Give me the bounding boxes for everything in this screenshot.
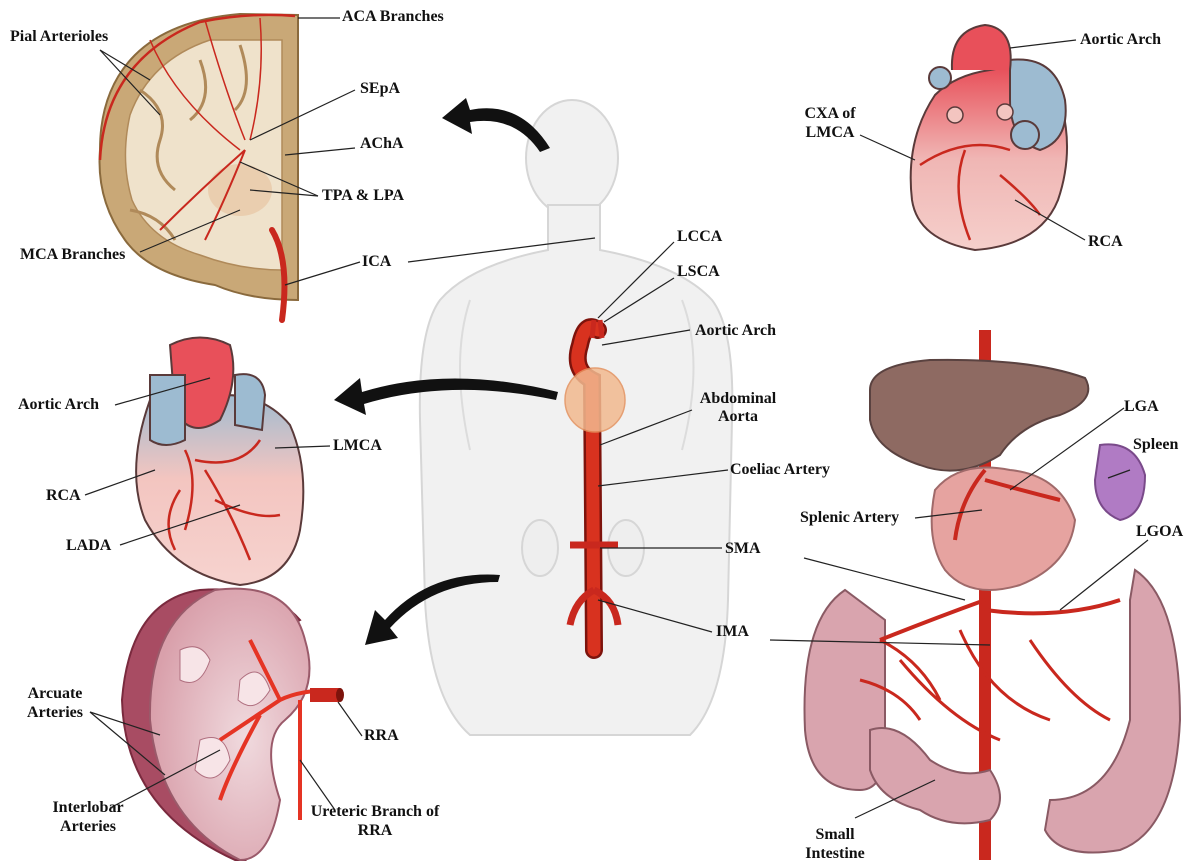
label-lada: LADA [66,537,111,555]
label-tpa-lpa: TPA & LPA [322,187,404,205]
label-rca-top: RCA [1088,233,1123,251]
label-aortic-arch-left: Aortic Arch [18,396,99,414]
label-small-intestine-2: Intestine [790,845,880,863]
label-lgoa: LGOA [1136,523,1183,541]
label-coeliac-artery: Coeliac Artery [730,461,830,479]
label-ima: IMA [716,623,749,641]
label-rca-left: RCA [46,487,81,505]
label-sma: SMA [725,540,761,558]
label-arcuate-1: Arcuate [10,685,100,703]
label-abdominal-aorta-2: Aorta [693,408,783,426]
label-sepa: SEpA [360,80,400,98]
label-mca-branches: MCA Branches [20,246,125,264]
label-acha: AChA [360,135,404,153]
label-pial-arterioles: Pial Arterioles [10,28,108,46]
label-rra: RRA [364,727,399,745]
label-ica: ICA [362,253,391,271]
label-aortic-arch-top: Aortic Arch [1080,31,1161,49]
label-aca-branches: ACA Branches [342,8,444,26]
label-cxa-1: CXA of [790,105,870,123]
label-lsca: LSCA [677,263,720,281]
label-small-intestine-1: Small [800,826,870,844]
label-ureteric-1: Ureteric Branch of [300,803,450,821]
label-interlobar-2: Arteries [38,818,138,836]
label-lga: LGA [1124,398,1159,416]
label-aortic-arch-body: Aortic Arch [695,322,776,340]
label-cxa-2: LMCA [790,124,870,142]
label-splenic-artery: Splenic Artery [800,509,899,527]
label-lcca: LCCA [677,228,722,246]
label-interlobar-1: Interlobar [38,799,138,817]
heart-coronary-icon [136,338,303,586]
label-spleen: Spleen [1133,436,1178,454]
label-abdominal-aorta-1: Abdominal [693,390,783,408]
brain-section-icon [100,14,298,320]
label-lmca: LMCA [333,437,382,455]
label-arcuate-2: Arteries [10,704,100,722]
label-ureteric-2: RRA [300,822,450,840]
